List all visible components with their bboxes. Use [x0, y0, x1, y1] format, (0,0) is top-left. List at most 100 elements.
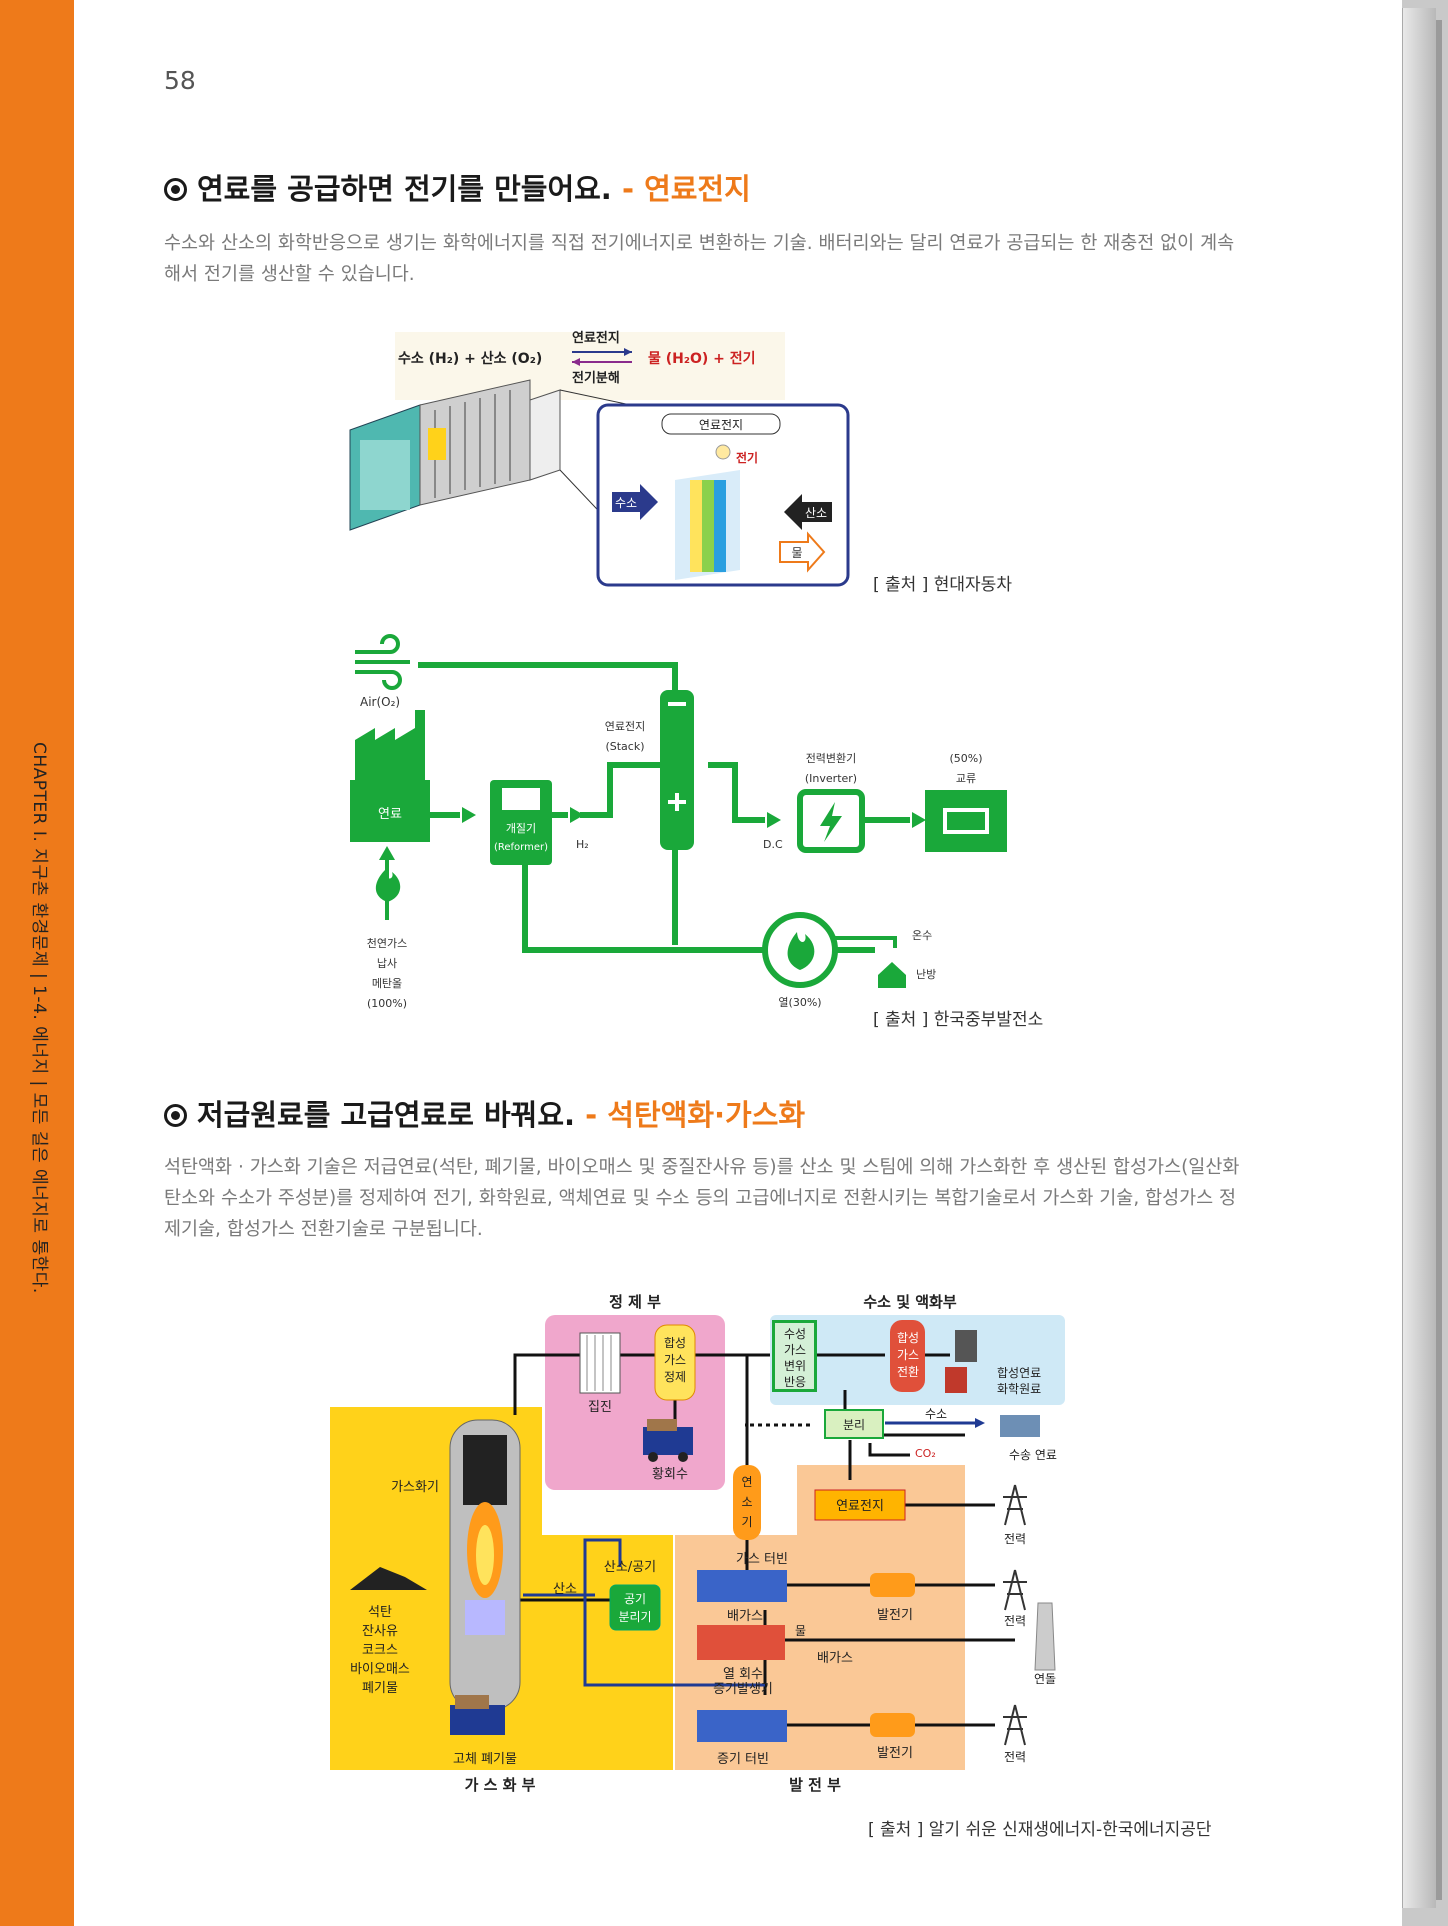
gas-label-3: 메탄올 [372, 977, 402, 990]
stack-box [660, 690, 694, 850]
dc-label: D.C [763, 838, 783, 851]
forward-arrow-head-icon [624, 348, 632, 356]
fuel-cell-figure: 수소 (H₂) + 산소 (O₂) 연료전지 전기분해 물 (H₂O) + 전기… [349, 330, 850, 587]
heat-label: 열(30%) [778, 996, 821, 1009]
product-2: 화학원료 [997, 1382, 1041, 1396]
generator-icon [870, 1713, 915, 1737]
house-icon [878, 962, 906, 988]
arrow-head-icon [570, 807, 584, 823]
fuel-cell-label: 연료전지 [836, 1499, 884, 1514]
gas-up-arrow-head-icon [379, 846, 395, 860]
source-komipo: [ 출처 ] 한국중부발전소 [873, 1010, 1044, 1030]
feed-3: 코크스 [362, 1643, 398, 1658]
fuel-box [350, 780, 430, 842]
chapter-side-bar [0, 0, 74, 1926]
power-pylon-icon [1003, 1484, 1027, 1746]
minus-icon [668, 702, 686, 706]
gas-label-2: 납사 [377, 957, 397, 970]
shift-2: 가스 [784, 1343, 806, 1357]
fuel-cell-system-figure: Air(O₂) 연료 천연가스 납사 메탄올 (100%) 개질기 (Refor… [350, 634, 1007, 1010]
source-energy-agency: [ 출처 ] 알기 쉬운 신재생에너지-한국에너지공단 [868, 1820, 1212, 1840]
gasification-title: 가 스 화 부 [465, 1776, 536, 1794]
page-stack-shadow [1436, 20, 1442, 1900]
source-hyundai: [ 출처 ] 현대자동차 [873, 575, 1012, 595]
equation-left: 수소 (H₂) + 산소 (O₂) [398, 350, 542, 367]
section1-title: 연료를 공급하면 전기를 만들어요. [197, 172, 612, 206]
stack-label: 연돌 [1034, 1672, 1056, 1686]
stack-fins-icon [434, 390, 511, 498]
section1-body: 수소와 산소의 화학반응으로 생기는 화학에너지를 직접 전기에너지로 변환하는… [164, 233, 1235, 285]
waste-truck-icon [450, 1705, 505, 1735]
electrolyte-layer [702, 480, 714, 572]
collect-label: 집진 [588, 1400, 612, 1415]
barrel-icon [955, 1330, 977, 1362]
page-number: 58 [164, 66, 196, 95]
steam-turbine-label: 증기 터빈 [717, 1752, 769, 1767]
sulfur-load-icon [647, 1419, 677, 1431]
refining-title: 정 제 부 [609, 1293, 661, 1311]
sulfur-label: 황회수 [652, 1467, 688, 1482]
oxygen-label: 산소 [805, 506, 827, 520]
oxygen-arrow-icon [784, 494, 832, 530]
heat-flame-icon [787, 932, 815, 970]
air-separator-box [609, 1584, 661, 1631]
reverse-arrow-head-icon [572, 358, 580, 366]
wheel-icon [678, 1452, 688, 1462]
flame-icon [375, 870, 401, 902]
cell-label-box [661, 413, 781, 435]
barrel-icon [945, 1367, 967, 1393]
cell-label: 연료전지 [699, 418, 743, 432]
wheel-icon [648, 1452, 658, 1462]
page-stack-edge [1402, 8, 1436, 1908]
feed-1: 석탄 [368, 1605, 392, 1620]
generator-icon [870, 1573, 915, 1597]
hydrogen-label: 수소 [615, 496, 637, 510]
generator-label-2: 발전기 [877, 1746, 913, 1761]
waste-load-icon [455, 1695, 489, 1709]
oxygen-line [583, 1538, 765, 1687]
equation-right: 물 (H₂O) + 전기 [648, 350, 756, 367]
h2-label: 수소 [925, 1407, 947, 1421]
cathode-layer [714, 480, 726, 572]
gasifier-slag [465, 1600, 505, 1635]
hydrogen-title: 수소 및 액화부 [863, 1293, 956, 1311]
shift-4: 반응 [784, 1375, 806, 1389]
stack-label-1: 연료전지 [605, 720, 645, 733]
feed-4: 바이오매스 [350, 1662, 410, 1677]
electricity-label-1: 전력 [1004, 1532, 1026, 1546]
gas-label-1: 천연가스 [367, 936, 407, 950]
water-label: 물 [795, 1624, 806, 1638]
electricity-label: 전기 [736, 450, 758, 465]
stack-fan-icon [360, 440, 410, 510]
arrow-head-icon [912, 812, 926, 828]
shift-reaction-inner [775, 1323, 814, 1389]
asu-1: 공기 [624, 1592, 646, 1606]
exhaust2-label: 배가스 [817, 1651, 853, 1666]
electricity-label-3: 전력 [1004, 1750, 1026, 1764]
circle-bullet-icon [164, 178, 187, 201]
separator-box [824, 1409, 884, 1439]
refining-zone [545, 1315, 725, 1490]
electricity-label-2: 전력 [1004, 1614, 1026, 1628]
plus-icon-bar [675, 793, 679, 811]
ac-output-box [925, 790, 1007, 852]
dust-collector-icon [579, 1332, 621, 1394]
hrsg-label-1: 열 회수 [723, 1667, 763, 1682]
convert-1: 합성 [897, 1331, 919, 1345]
syngas-convert-box [890, 1320, 925, 1392]
arrow-head-icon [767, 812, 781, 828]
exhaust-label: 배가스 [727, 1609, 763, 1624]
lightning-icon [820, 802, 842, 842]
chimney-icon [1034, 1602, 1056, 1671]
stack-label-2: (Stack) [605, 740, 644, 753]
product-1: 합성연료 [997, 1366, 1041, 1380]
shift-3: 변위 [784, 1359, 806, 1373]
section2-body: 석탄액화 · 가스화 기술은 저급연료(석탄, 폐기물, 바이오매스 및 중질잔… [164, 1157, 1240, 1240]
asu-2: 분리기 [618, 1610, 651, 1624]
gasifier-top [463, 1435, 507, 1505]
shift-1: 수성 [784, 1327, 806, 1341]
section1-heading: 연료를 공급하면 전기를 만들어요. - 연료전지 [164, 166, 751, 208]
feed-2: 잔사유 [362, 1624, 398, 1639]
fuel-label: 연료 [378, 807, 402, 822]
reformer-label-1: 개질기 [506, 822, 536, 835]
